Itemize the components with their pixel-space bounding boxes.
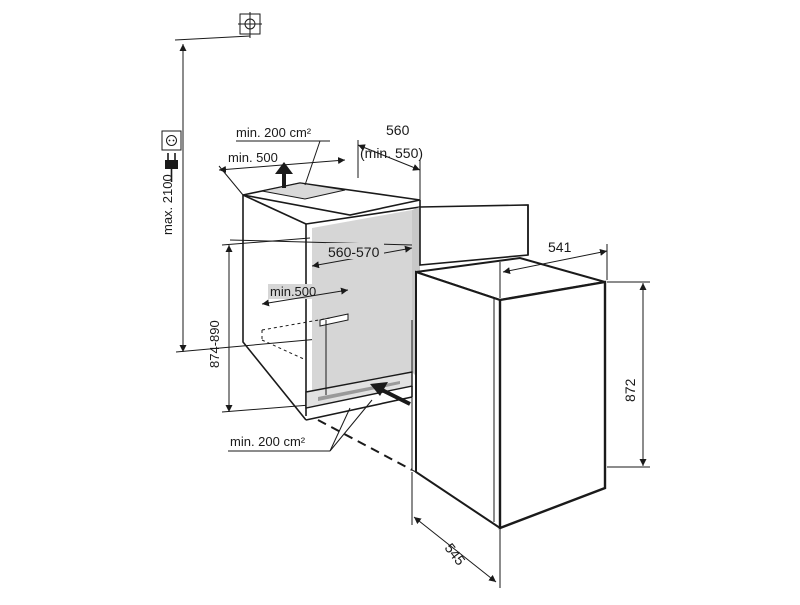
power-socket-icon bbox=[161, 130, 182, 151]
vent-top-annotation: min. 200 cm² min. 500 bbox=[218, 125, 346, 196]
power-plug-icon bbox=[165, 153, 178, 182]
unit-height-dimension: 872 bbox=[607, 281, 650, 468]
vent-bottom-annotation: min. 200 cm² bbox=[228, 382, 413, 471]
unit-width-label: 541 bbox=[548, 239, 572, 255]
vent-bottom-area-label: min. 200 cm² bbox=[230, 434, 306, 449]
vent-rear-annotation: min.500 bbox=[261, 284, 349, 395]
appliance-unit bbox=[411, 256, 607, 530]
vent-top-area-label: min. 200 cm² bbox=[236, 125, 312, 140]
depth-top-min-label: (min. 550) bbox=[360, 145, 423, 161]
unit-depth-label: 545 bbox=[442, 540, 469, 568]
unit-width-dimension: 541 bbox=[499, 239, 608, 298]
cabinet-niche bbox=[242, 182, 421, 421]
niche-height-label: 874-890 bbox=[207, 320, 222, 368]
niche-height-dimension: 874-890 bbox=[207, 237, 311, 413]
inner-width-label: 560-570 bbox=[328, 244, 380, 260]
door-panel bbox=[419, 204, 529, 266]
depth-top-dimension: 560 (min. 550) bbox=[357, 122, 423, 200]
unit-height-label: 872 bbox=[622, 378, 638, 402]
max-height-label: max. 2100 bbox=[160, 174, 175, 235]
max-height-dimension: max. 2100 bbox=[160, 44, 331, 353]
hidden-lines bbox=[261, 317, 331, 361]
vent-top-width-label: min. 500 bbox=[228, 150, 278, 165]
depth-top-label: 560 bbox=[386, 122, 410, 138]
inner-width-dimension: 560-570 bbox=[229, 239, 413, 269]
level-crosshair-icon bbox=[238, 12, 262, 38]
